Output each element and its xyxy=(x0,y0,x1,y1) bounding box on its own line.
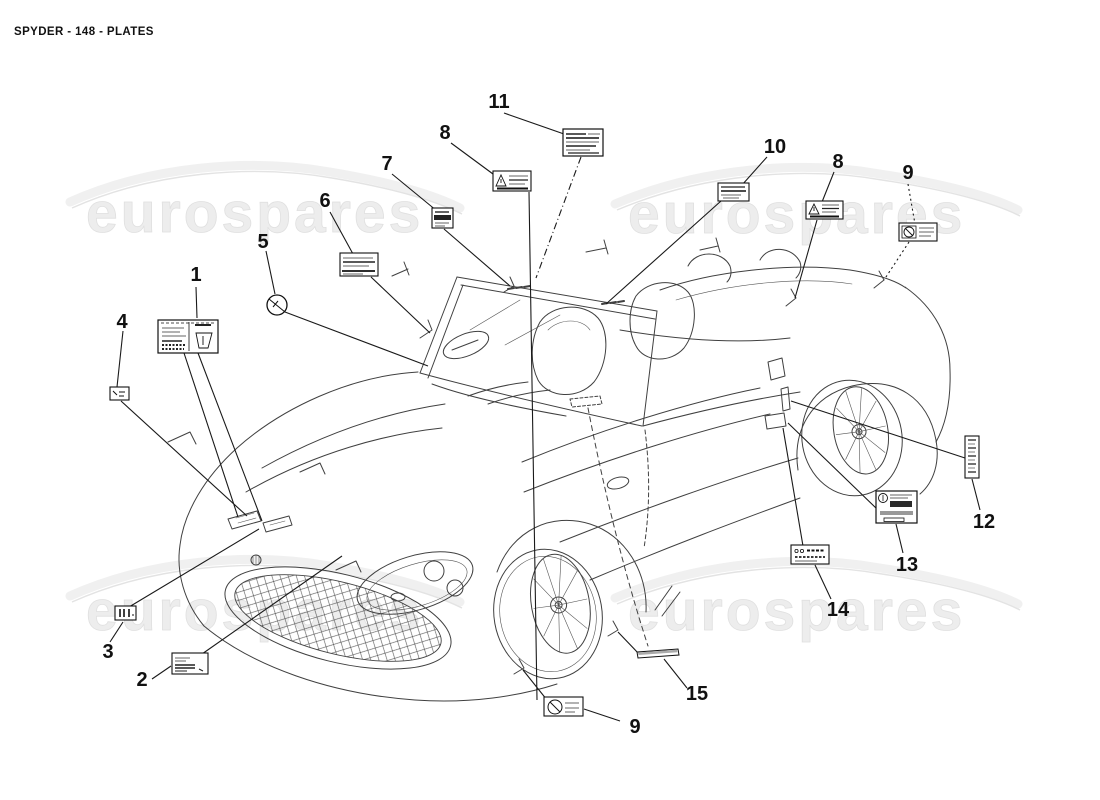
plate-8a-warning-triangle[interactable] xyxy=(492,170,532,192)
callout-2[interactable]: 2 xyxy=(136,669,147,691)
callout-3[interactable]: 3 xyxy=(102,641,113,663)
plate-14-paint-code[interactable] xyxy=(790,544,830,565)
callout-1[interactable]: 1 xyxy=(190,264,201,286)
plate-9a-airbag-warning[interactable] xyxy=(898,222,938,242)
callout-4[interactable]: 4 xyxy=(116,311,128,333)
plate-15-sill-strip[interactable] xyxy=(636,648,680,659)
callout-10[interactable]: 10 xyxy=(764,136,786,158)
plate-leader-lines xyxy=(120,156,966,701)
plate-9b-airbag-warning[interactable] xyxy=(543,696,584,717)
callout-8a[interactable]: 8 xyxy=(439,122,450,144)
callout-9a[interactable]: 9 xyxy=(902,162,913,184)
watermark-bottom-right: eurospares xyxy=(610,557,1023,643)
plate-1-identification[interactable] xyxy=(157,319,219,354)
page-title: SPYDER - 148 - PLATES xyxy=(14,26,154,38)
callout-9b[interactable]: 9 xyxy=(629,716,640,738)
plate-4-small-code[interactable] xyxy=(109,386,130,401)
plate-6-tyre-pressure[interactable] xyxy=(339,252,379,277)
watermark-text: eurospares xyxy=(628,579,965,643)
plate-5-prohibition-symbol[interactable] xyxy=(266,294,288,316)
callout-leader-lines xyxy=(109,112,981,722)
callout-15[interactable]: 15 xyxy=(686,683,708,705)
callout-11[interactable]: 11 xyxy=(488,91,509,113)
plate-7-fuel-data[interactable] xyxy=(431,207,454,229)
callout-14[interactable]: 14 xyxy=(827,599,850,621)
callout-12[interactable]: 12 xyxy=(973,511,995,533)
plate-2-data[interactable] xyxy=(171,652,209,675)
callout-6[interactable]: 6 xyxy=(319,190,330,212)
plate-10-header-rail[interactable] xyxy=(717,182,750,202)
callout-7[interactable]: 7 xyxy=(381,153,392,175)
callout-13[interactable]: 13 xyxy=(896,554,918,576)
watermark-text: eurospares xyxy=(86,181,423,245)
plate-13-homologation[interactable] xyxy=(875,490,918,524)
plate-8b-warning-triangle[interactable] xyxy=(805,200,844,220)
plate-3-barcode[interactable] xyxy=(114,605,137,621)
car-drawing xyxy=(167,237,951,702)
callout-numbers: 1 2 3 4 5 6 7 8 8 9 9 10 11 12 13 14 15 xyxy=(102,91,995,738)
plate-12-vertical-strip[interactable] xyxy=(964,435,980,479)
plate-11-emission-data[interactable] xyxy=(562,128,604,157)
callout-5[interactable]: 5 xyxy=(257,231,268,253)
watermark-top-left: eurospares xyxy=(65,161,465,245)
callout-8b[interactable]: 8 xyxy=(832,151,843,173)
